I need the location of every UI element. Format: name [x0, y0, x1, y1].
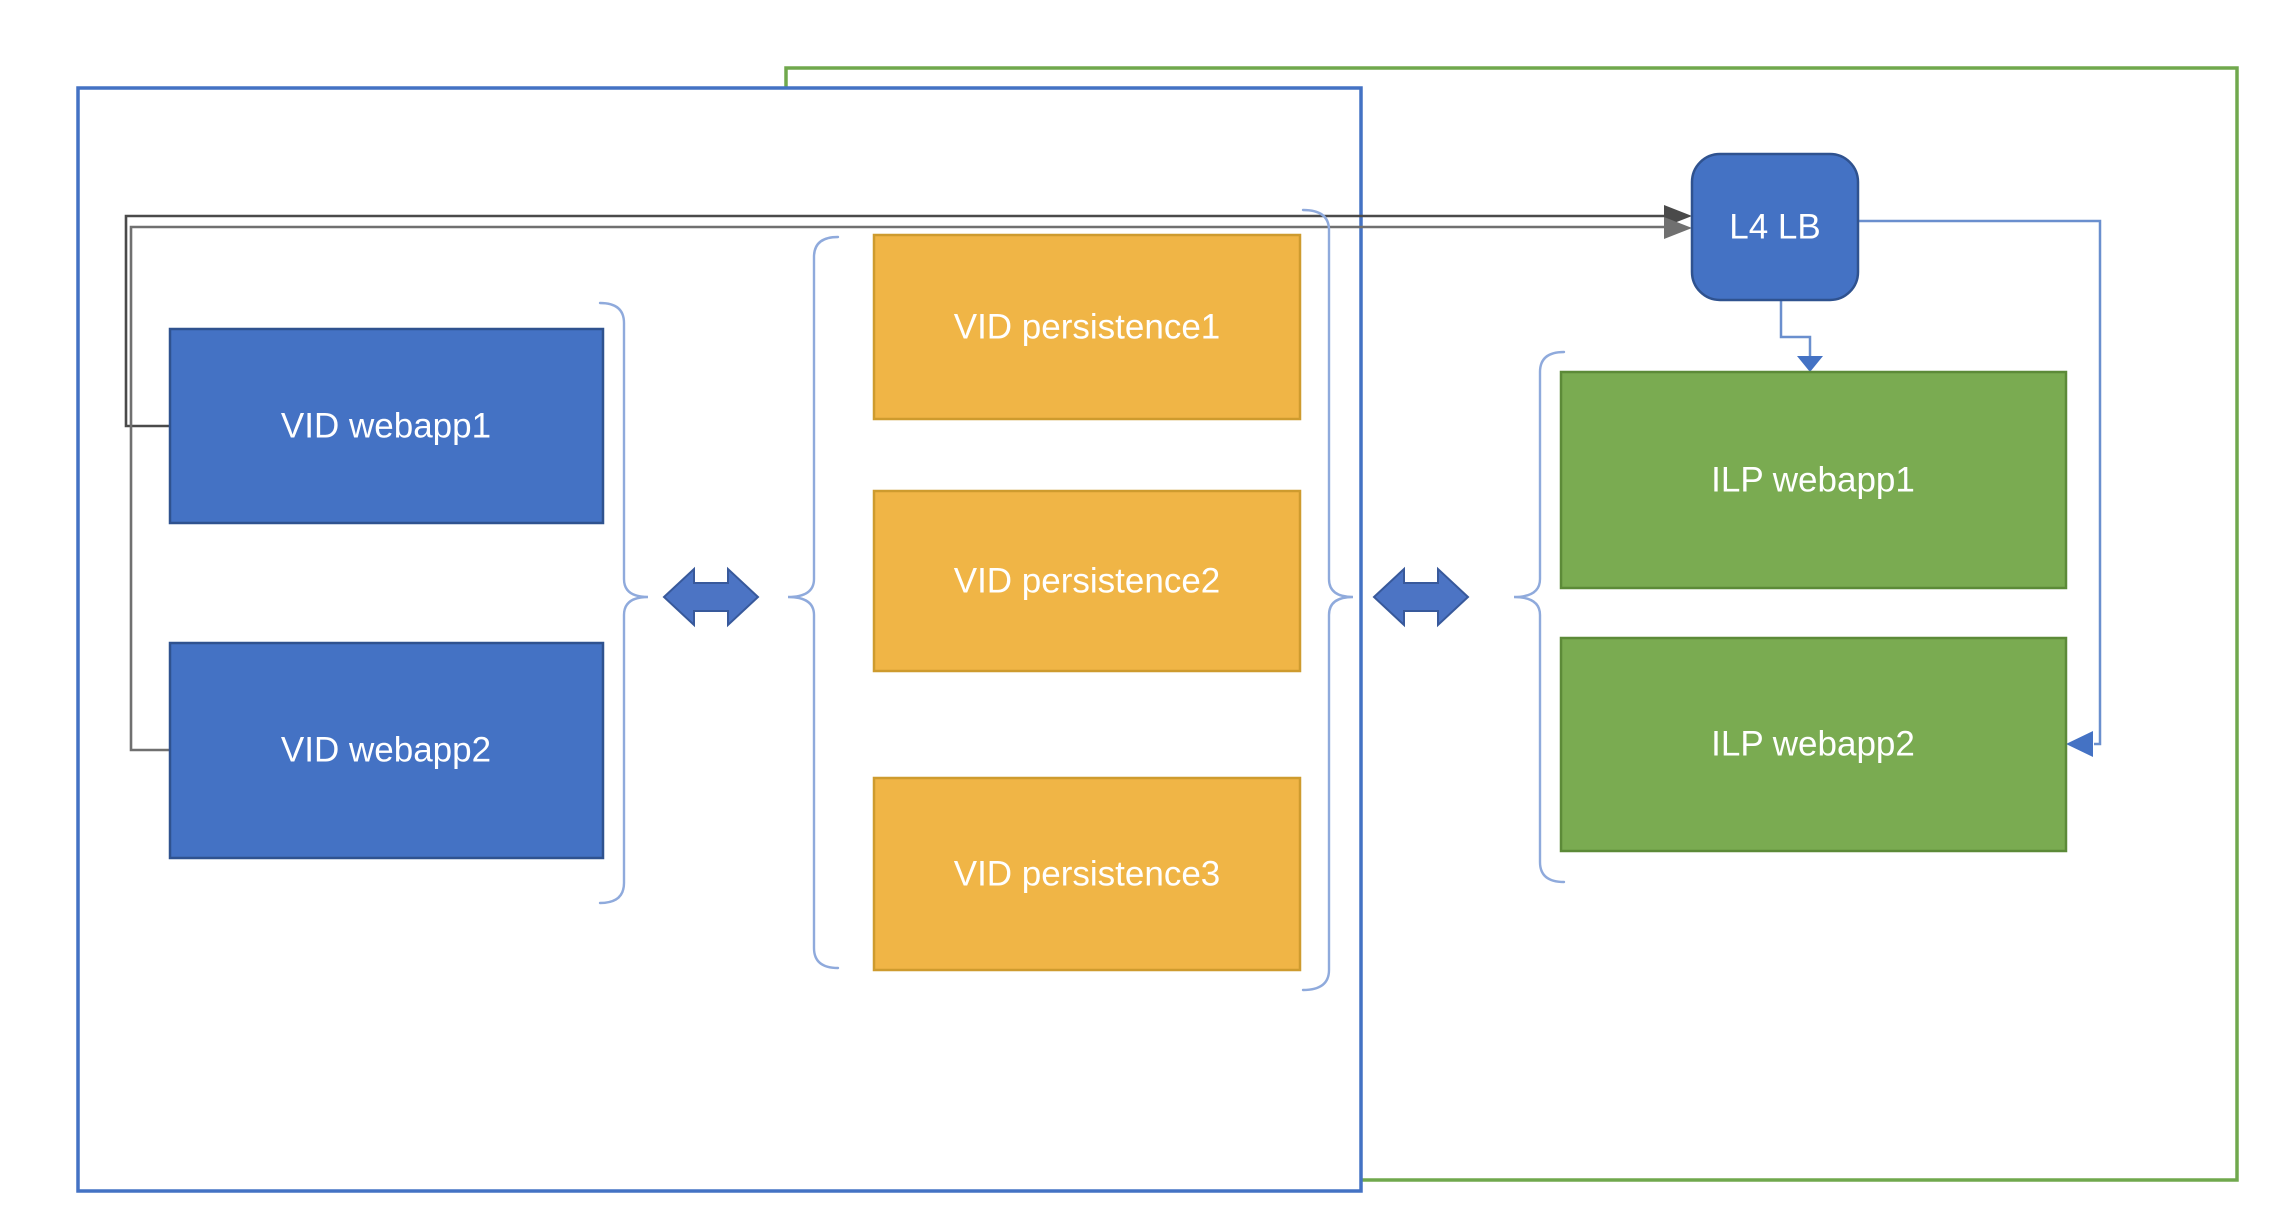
connector-vid-webapp2-to-l4lb	[129, 225, 1664, 752]
brace-persistence-group-right	[1301, 208, 1354, 992]
connector-l4lb-to-ilp-webapp1	[1779, 300, 1812, 356]
node-ilp-webapp1	[1559, 370, 2068, 590]
connector-l4lb-to-ilp-webapp2	[1858, 219, 2102, 746]
arrowhead-l4lb-to-ilp-webapp1	[1797, 356, 1823, 372]
arrowhead-l4lb-to-ilp-webapp2	[2066, 731, 2093, 757]
brace-persistence-group-left	[787, 235, 840, 970]
node-vid-webapp1	[168, 327, 605, 525]
node-vid-persistence1	[872, 233, 1302, 421]
brace-ilp-webapp-group	[1513, 350, 1566, 884]
bidirectional-arrow-persistence-to-ilp	[1372, 566, 1470, 628]
bidirectional-arrow-vid-to-persistence	[662, 566, 760, 628]
connector-vid-webapp1-to-l4lb	[124, 214, 1664, 428]
node-vid-persistence2	[872, 489, 1302, 673]
node-ilp-webapp2	[1559, 636, 2068, 853]
node-vid-persistence3	[872, 776, 1302, 972]
arrowhead-vid-webapp2-to-l4lb	[1664, 217, 1692, 239]
node-vid-webapp2	[168, 641, 605, 860]
node-l4-lb	[1690, 152, 1860, 302]
brace-vid-webapp-group	[598, 301, 649, 905]
